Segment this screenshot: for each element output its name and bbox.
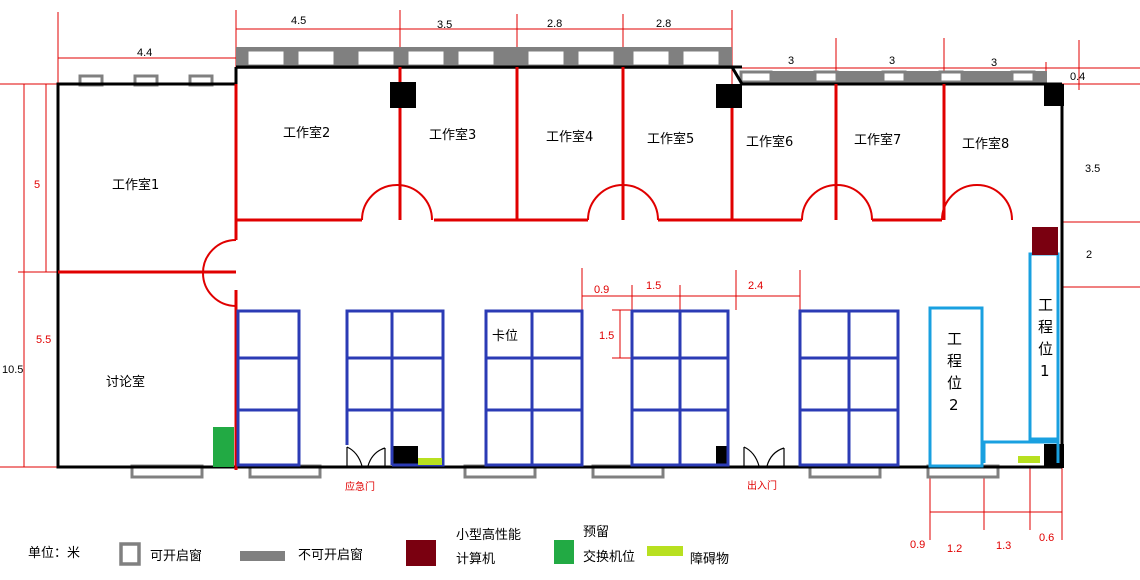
legend-openable-window-swatch xyxy=(119,542,141,566)
engineering-label-2: 工 程 位 2 xyxy=(947,330,962,414)
dim-top-4: 2.8 xyxy=(656,18,671,30)
dim-top-8: 0.4 xyxy=(1070,71,1085,83)
dim-left-1: 5.5 xyxy=(36,334,51,346)
svg-text:1: 1 xyxy=(1040,362,1050,380)
obstacle xyxy=(418,458,442,465)
legend-obstacle: 障碍物 xyxy=(690,552,729,567)
dim-left-2: 10.5 xyxy=(2,364,23,376)
dim-top-0: 4.4 xyxy=(137,47,152,59)
switch-position xyxy=(213,427,234,467)
engineering-label-1: 工 程 位 1 xyxy=(1038,296,1053,380)
legend-hpc-line1: 小型高性能 xyxy=(456,527,521,543)
legend-switch-swatch xyxy=(554,540,574,564)
columns xyxy=(390,82,1064,468)
svg-text:2: 2 xyxy=(949,396,959,414)
room-label-cubicle: 卡位 xyxy=(492,329,518,344)
workstations xyxy=(236,309,900,467)
dim-right-0: 3.5 xyxy=(1085,163,1100,175)
entrance-door-symbol xyxy=(743,446,785,467)
legend-obstacle-swatch xyxy=(647,546,683,556)
legend-openable-window: 可开启窗 xyxy=(150,548,202,564)
dim-top-7: 3 xyxy=(991,57,997,69)
legend-fixed-window: 不可开启窗 xyxy=(298,547,363,563)
legend-unit: 单位：米 xyxy=(28,546,80,561)
room-label-studio7: 工作室7 xyxy=(854,132,901,148)
svg-text:程: 程 xyxy=(947,352,962,370)
outer-walls xyxy=(56,65,1064,469)
svg-text:位: 位 xyxy=(947,374,962,392)
dim-top-3: 2.8 xyxy=(547,18,562,30)
dim-top-6: 3 xyxy=(889,55,895,67)
dim-top-1: 4.5 xyxy=(291,15,306,27)
dim-bottom-3: 0.6 xyxy=(1039,532,1054,544)
legend: 单位：米 可开启窗 不可开启窗 小型高性能 计算机 预留 交换机位 障碍物 xyxy=(28,525,729,567)
legend-switch-line2: 交换机位 xyxy=(583,549,635,565)
entrance-door-label: 出入门 xyxy=(747,479,777,492)
bottom-windows xyxy=(130,464,1000,479)
svg-text:工: 工 xyxy=(947,330,962,348)
dim-top-5: 3 xyxy=(788,55,794,67)
legend-fixed-window-swatch xyxy=(240,551,285,561)
dim-left-0: 5 xyxy=(34,179,40,191)
dim-cubicle-0: 0.9 xyxy=(594,284,609,296)
obstacle xyxy=(1018,456,1040,463)
room-label-studio8: 工作室8 xyxy=(962,136,1009,152)
room-label-studio2: 工作室2 xyxy=(283,125,330,141)
room-label-studio5: 工作室5 xyxy=(647,131,694,147)
dim-bottom-2: 1.3 xyxy=(996,540,1011,552)
emergency-door-symbol xyxy=(346,446,386,467)
room-label-meeting: 讨论室 xyxy=(106,374,145,390)
top-windows xyxy=(78,47,1047,87)
room-label-studio1: 工作室1 xyxy=(112,177,159,193)
legend-hpc-swatch xyxy=(406,540,436,566)
hpc-unit xyxy=(1032,227,1058,255)
dim-cubicle-2: 2.4 xyxy=(748,280,763,292)
dim-top-2: 3.5 xyxy=(437,19,452,31)
svg-text:程: 程 xyxy=(1038,318,1053,336)
room-label-studio3: 工作室3 xyxy=(429,127,476,143)
dim-cubicle-3: 1.5 xyxy=(599,330,614,342)
svg-text:位: 位 xyxy=(1038,340,1053,358)
room-label-studio6: 工作室6 xyxy=(746,134,793,150)
legend-hpc-line2: 计算机 xyxy=(456,552,495,567)
emergency-door-label: 应急门 xyxy=(345,480,375,493)
dim-right-1: 2 xyxy=(1086,249,1092,261)
dim-bottom-0: 0.9 xyxy=(910,539,925,551)
dimension-lines xyxy=(0,10,1140,540)
dim-cubicle-1: 1.5 xyxy=(646,280,661,292)
dim-bottom-1: 1.2 xyxy=(947,543,962,555)
legend-switch-line1: 预留 xyxy=(583,525,609,540)
svg-text:工: 工 xyxy=(1038,296,1053,314)
room-label-studio4: 工作室4 xyxy=(546,129,593,145)
